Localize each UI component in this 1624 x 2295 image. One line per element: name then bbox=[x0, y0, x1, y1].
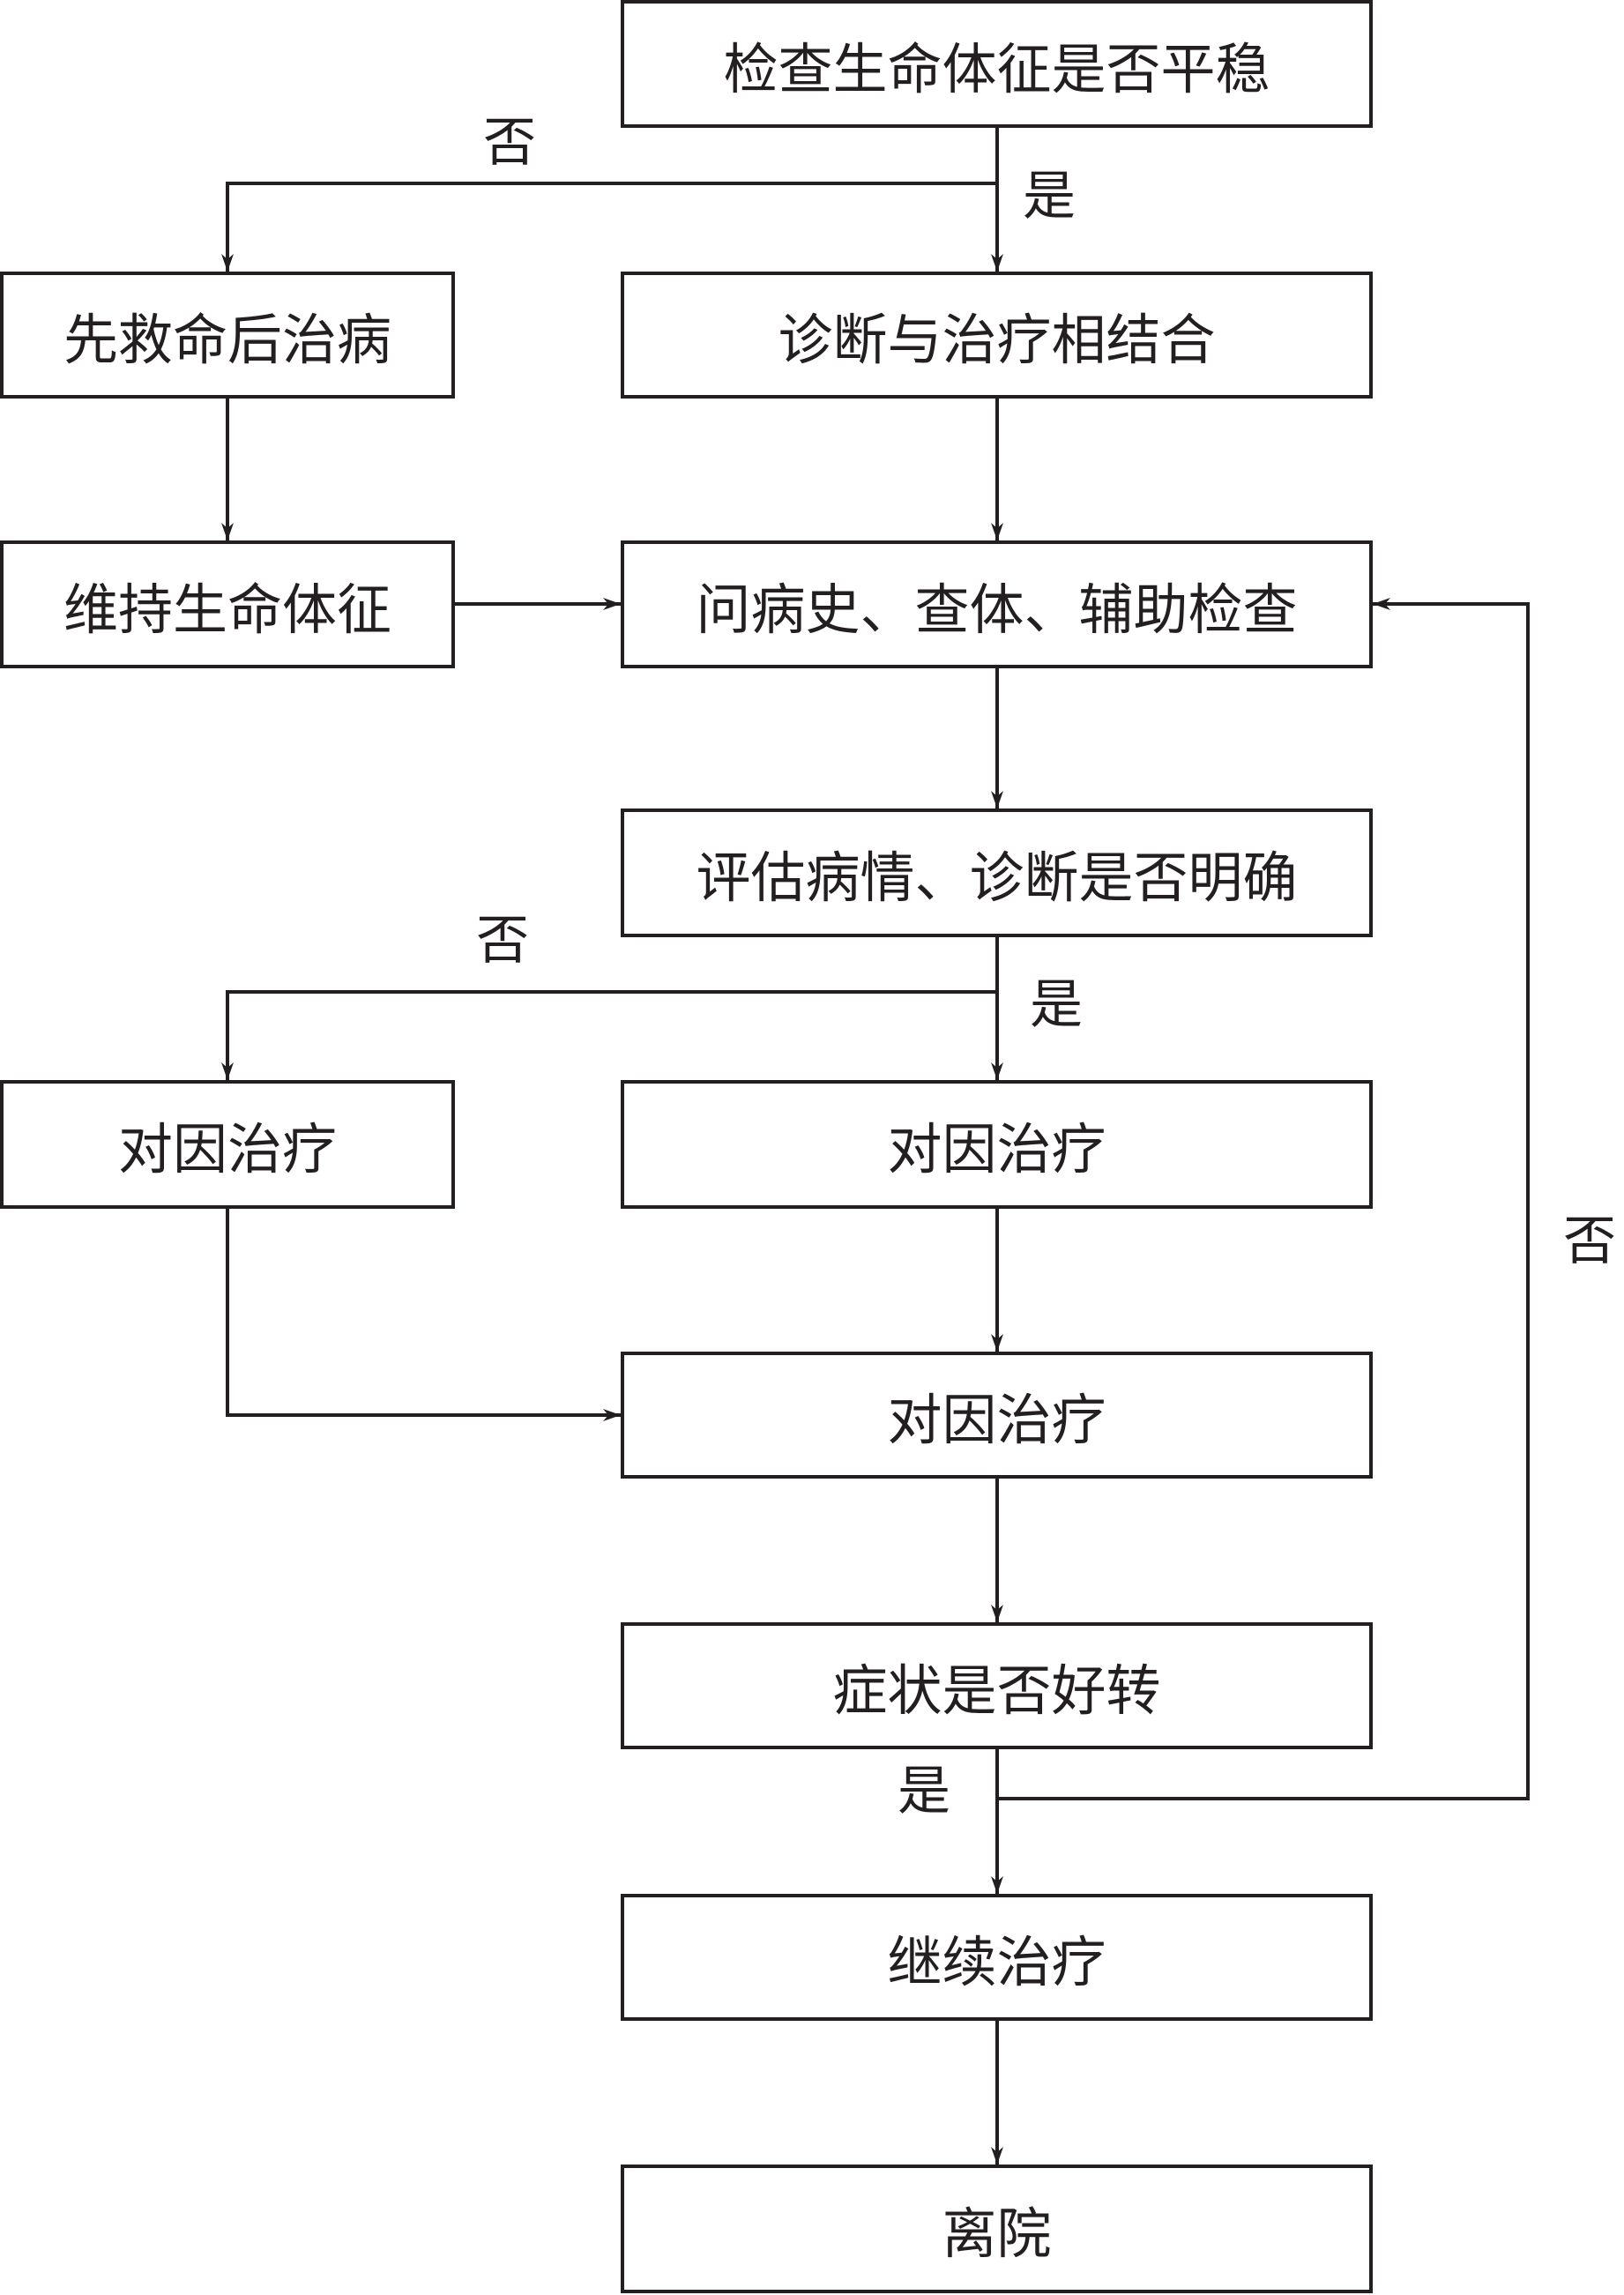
node-discharge: 离院 bbox=[621, 2165, 1373, 2293]
node-causal-treatment-right: 对因治疗 bbox=[621, 1080, 1373, 1209]
edge-improve-no bbox=[997, 598, 1530, 1800]
node-history-exam: 问病史、查体、辅助检查 bbox=[621, 540, 1373, 668]
edge-vitals-no bbox=[221, 182, 997, 272]
label-diagnosis-no: 否 bbox=[476, 910, 529, 972]
label-vitals-yes: 是 bbox=[1023, 166, 1076, 227]
node-save-life-first: 先救命后治病 bbox=[0, 272, 455, 399]
node-causal-treatment-merge: 对因治疗 bbox=[621, 1352, 1373, 1479]
node-assess-condition: 评估病情、诊断是否明确 bbox=[621, 808, 1373, 937]
label-vitals-no: 否 bbox=[483, 112, 536, 174]
edge-diagnosis-no bbox=[221, 990, 997, 1080]
label-improve-yes: 是 bbox=[898, 1761, 950, 1822]
node-maintain-vitals: 维持生命体征 bbox=[0, 540, 455, 668]
node-check-vitals: 检查生命体征是否平稳 bbox=[621, 0, 1373, 128]
node-continue-treatment: 继续治疗 bbox=[621, 1894, 1373, 2021]
edge-left-to-merge bbox=[226, 1209, 621, 1421]
label-diagnosis-yes: 是 bbox=[1030, 974, 1083, 1036]
label-improve-no: 否 bbox=[1563, 1211, 1616, 1272]
node-symptom-improved: 症状是否好转 bbox=[621, 1622, 1373, 1749]
node-diagnose-and-treat: 诊断与治疗相结合 bbox=[621, 272, 1373, 399]
node-causal-treatment-left: 对因治疗 bbox=[0, 1080, 455, 1209]
